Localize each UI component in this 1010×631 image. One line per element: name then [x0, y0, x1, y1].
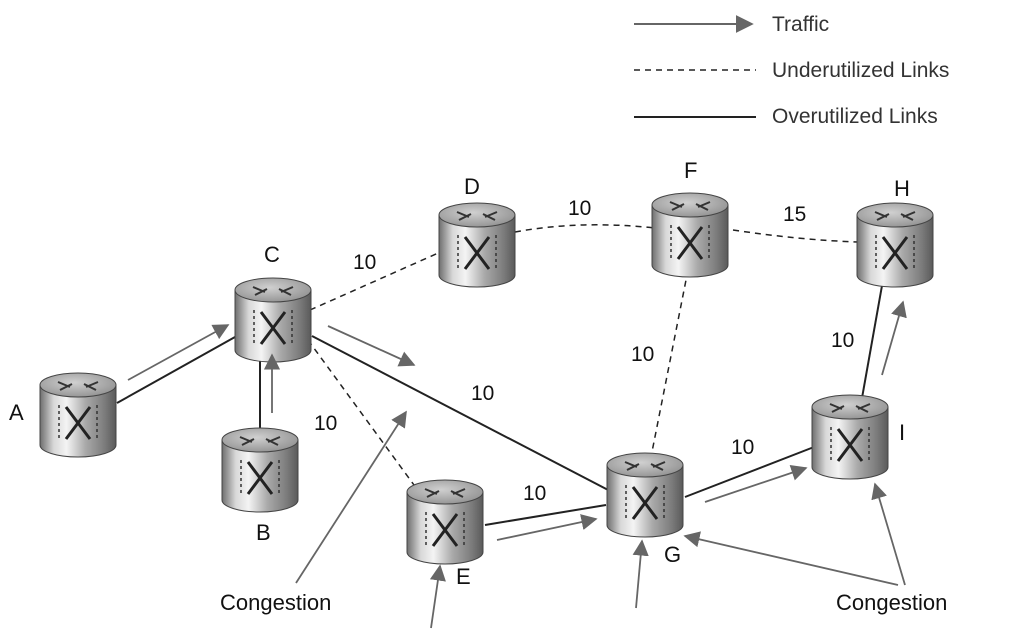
router-label-i: I — [899, 420, 905, 445]
weight-g-i: 10 — [731, 436, 754, 459]
link-a-c — [116, 336, 236, 404]
router-a — [38, 371, 118, 459]
router-label-f: F — [684, 158, 697, 183]
weight-f-h: 15 — [783, 203, 806, 226]
congestion-label-right: Congestion — [836, 590, 947, 615]
legend-underutilized-label: Underutilized Links — [772, 59, 949, 82]
traffic-arrow-congestion-to-ce — [295, 410, 407, 584]
weight-d-f: 10 — [568, 197, 591, 220]
router-label-g: G — [664, 542, 681, 567]
router-d — [437, 201, 517, 289]
congestion-label-left: Congestion — [220, 590, 331, 615]
traffic-arrow-into-e — [429, 564, 446, 629]
link-g-i — [684, 446, 815, 498]
router-h — [855, 201, 935, 289]
link-d-f — [514, 224, 656, 233]
traffic-arrow-into-g — [632, 539, 649, 609]
router-labels: A B C D E F G H I — [9, 158, 910, 589]
router-i — [810, 393, 890, 481]
router-c — [233, 276, 313, 364]
traffic-arrow-g-i — [704, 464, 808, 503]
router-label-b: B — [256, 520, 271, 545]
weight-c-d: 10 — [353, 251, 376, 274]
underutilized-links — [307, 224, 859, 497]
legend: Traffic Underutilized Links Overutilized… — [634, 13, 949, 128]
traffic-arrow-a-c — [127, 324, 230, 381]
router-label-e: E — [456, 564, 471, 589]
router-e — [405, 478, 485, 566]
router-b — [220, 426, 300, 514]
router-f — [650, 191, 730, 279]
traffic-arrow-e-g — [496, 514, 598, 541]
link-f-h — [732, 229, 859, 243]
router-g — [605, 451, 685, 539]
legend-overutilized-label: Overutilized Links — [772, 105, 938, 128]
traffic-arrow-congestion-to-g — [683, 531, 899, 586]
link-weights: 10 10 15 10 10 10 10 10 10 — [314, 197, 854, 505]
router-label-a: A — [9, 400, 24, 425]
router-label-h: H — [894, 176, 910, 201]
traffic-arrow-congestion-to-i — [871, 482, 906, 586]
weight-e-g: 10 — [523, 482, 546, 505]
link-e-g — [484, 504, 607, 526]
link-f-g — [649, 269, 689, 463]
traffic-arrows — [127, 300, 907, 629]
weight-f-g: 10 — [631, 343, 654, 366]
overutilized-links — [116, 279, 884, 526]
weight-i-h: 10 — [831, 329, 854, 352]
router-label-d: D — [464, 174, 480, 199]
legend-traffic-label: Traffic — [772, 13, 829, 36]
link-c-g — [311, 335, 613, 493]
link-c-d — [309, 249, 446, 311]
link-i-h — [861, 279, 884, 399]
weight-c-e: 10 — [314, 412, 337, 435]
traffic-arrow-c-g — [327, 325, 416, 367]
traffic-arrow-i-h — [881, 300, 907, 376]
router-label-c: C — [264, 242, 280, 267]
weight-c-g: 10 — [471, 382, 494, 405]
